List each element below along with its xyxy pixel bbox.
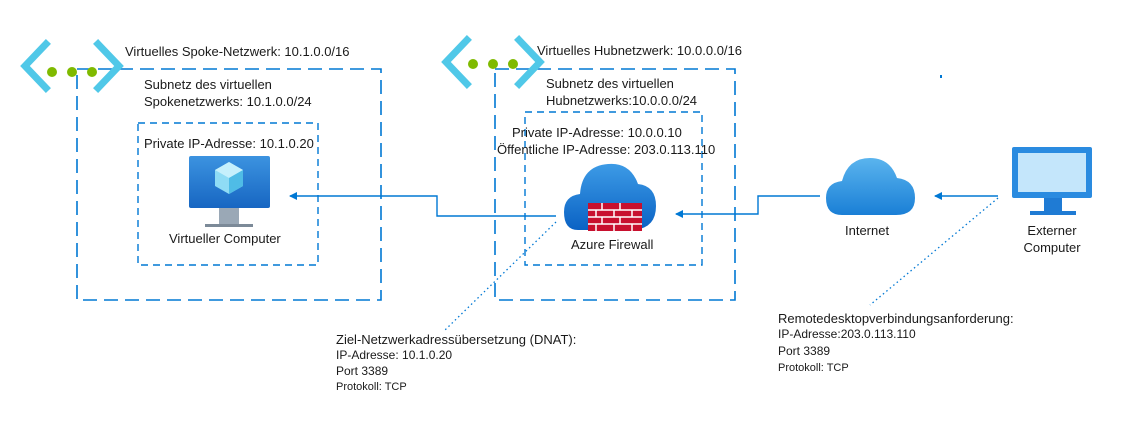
rdp-request-ip: IP-Adresse:203.0.113.110 [778, 327, 916, 341]
hub-subnet-boundary [524, 111, 703, 266]
flow-arrow-internet-to-firewall [675, 195, 820, 218]
dnat-title: Ziel-Netzwerkadressübersetzung (DNAT): [336, 332, 577, 347]
spoke-subnet-label-line1: Subnetz des virtuellen [144, 77, 272, 92]
flow-arrow-firewall-to-vm [289, 192, 556, 217]
internet-cloud-icon [826, 158, 915, 215]
external-computer-icon [1012, 147, 1092, 215]
dnat-protocol: Protokoll: TCP [336, 381, 407, 393]
hub-vnet-boundary [494, 68, 736, 301]
rdp-callout-line [869, 197, 999, 306]
spoke-vnet-label: Virtuelles Spoke-Netzwerk: 10.1.0.0/16 [125, 44, 350, 59]
vm-label: Virtueller Computer [169, 231, 281, 246]
spoke-vnet-icon [20, 39, 124, 93]
spoke-subnet-label-line2: Spokenetzwerks: 10.1.0.0/24 [144, 94, 312, 109]
rdp-request-protocol: Protokoll: TCP [778, 362, 849, 374]
hub-vnet-label: Virtuelles Hubnetzwerk: 10.0.0.0/16 [537, 43, 742, 58]
azure-firewall-icon [564, 163, 656, 231]
external-computer-label-line2: Computer [1023, 240, 1081, 255]
spoke-vnet-boundary [76, 68, 382, 301]
dnat-port: Port 3389 [336, 364, 389, 378]
rdp-request-title: Remotedesktopverbindungsanforderung: [778, 311, 1014, 326]
hub-subnet-label-line1: Subnetz des virtuellen [546, 76, 674, 91]
dnat-callout-line [444, 221, 557, 331]
hub-subnet-label-line2: Hubnetzwerks:10.0.0.0/24 [546, 93, 698, 108]
dnat-ip: IP-Adresse: 10.1.0.20 [336, 348, 453, 362]
spoke-subnet-boundary [137, 122, 319, 266]
hub-vnet-icon [441, 35, 545, 89]
firewall-private-ip-label: Private IP-Adresse: 10.0.0.10 [512, 125, 682, 140]
internet-label: Internet [845, 223, 890, 238]
firewall-label: Azure Firewall [571, 237, 654, 252]
virtual-machine-icon [189, 156, 270, 227]
vm-private-ip-label: Private IP-Adresse: 10.1.0.20 [144, 136, 314, 151]
firewall-public-ip-label: Öffentliche IP-Adresse: 203.0.113.110 [497, 142, 716, 157]
rdp-request-port: Port 3389 [778, 344, 831, 358]
stray-mark [940, 75, 942, 78]
external-computer-label-line1: Externer [1027, 223, 1077, 238]
